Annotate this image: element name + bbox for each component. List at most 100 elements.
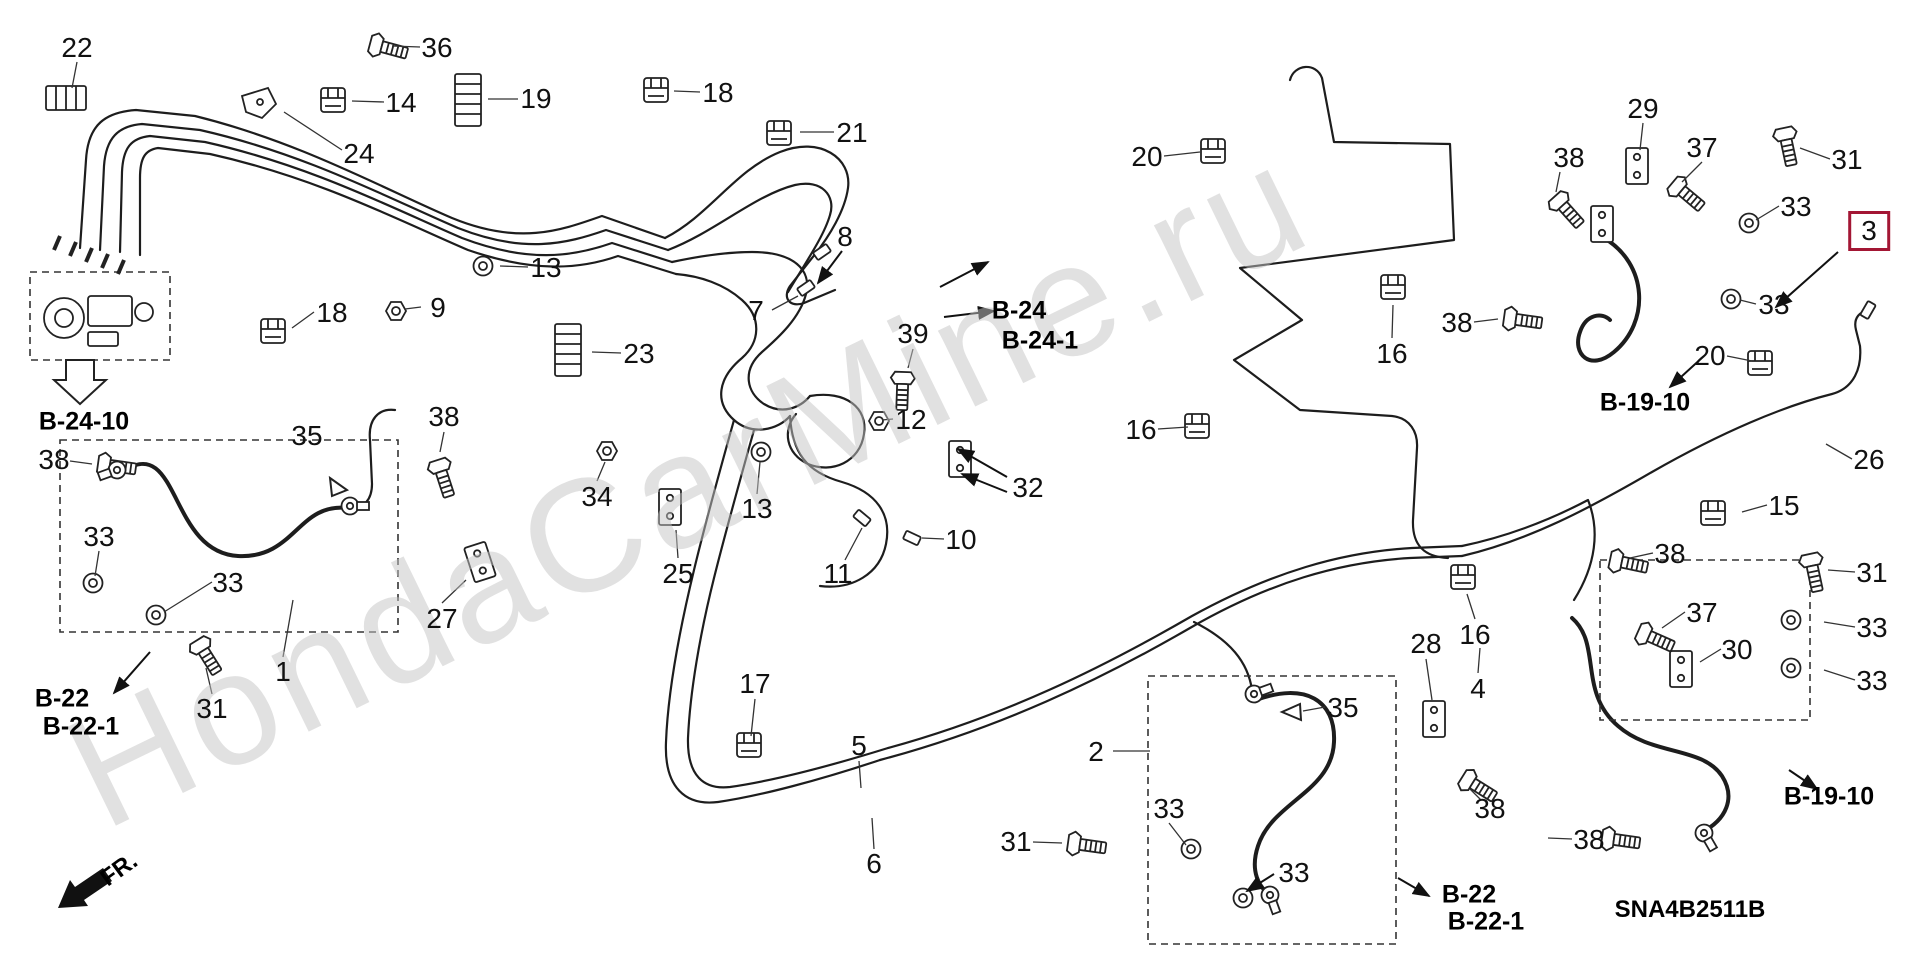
part-callout-19: 19	[520, 83, 552, 114]
arrow-part3-hose	[1774, 251, 1839, 309]
rear-hose-group-box	[1147, 675, 1397, 945]
ref-label-b-19-10: B-19-10	[1599, 388, 1691, 417]
leader-line	[69, 45, 1856, 850]
part-callout-12: 12	[895, 404, 927, 435]
part-callout-25: 25	[662, 558, 694, 589]
part-callout-38: 38	[1474, 793, 1506, 824]
brake-pipe	[786, 393, 866, 469]
brake-pipe	[98, 122, 670, 252]
part-callout-14: 14	[385, 87, 417, 118]
highlighted-part-callout-3: 3	[1848, 211, 1890, 251]
part-callout-2: 2	[1088, 736, 1104, 767]
part-callout-36: 36	[421, 32, 453, 63]
arrow-to-b22-left	[112, 651, 151, 695]
part-callout-33: 33	[1856, 612, 1888, 643]
part-callout-13: 13	[530, 252, 562, 283]
fr-direction-arrow-icon	[58, 868, 112, 908]
arrow-to-b22-bottom	[1397, 877, 1431, 898]
part-callout-16: 16	[1376, 338, 1408, 369]
part-callout-33: 33	[1758, 289, 1790, 320]
brake-pipe	[1460, 310, 1872, 558]
front-hose-group-box	[59, 439, 399, 633]
brake-pipe	[664, 418, 882, 804]
part-callout-30: 30	[1721, 634, 1753, 665]
part-callout-33: 33	[212, 567, 244, 598]
part-callout-32: 32	[1012, 472, 1044, 503]
brake-pipe	[886, 544, 1464, 750]
brake-pipe	[670, 250, 812, 411]
b24-10-hollow-arrow-icon	[51, 359, 109, 406]
part-callout-21: 21	[836, 117, 868, 148]
part-callout-18: 18	[702, 77, 734, 108]
ref-label-b-22: B-22	[1441, 880, 1497, 909]
part-callout-35: 35	[1327, 692, 1359, 723]
part-callout-27: 27	[426, 603, 458, 634]
arrow-part8	[816, 250, 843, 285]
part-callout-13: 13	[741, 493, 773, 524]
part-callout-34: 34	[581, 481, 613, 512]
part-callout-20: 20	[1694, 340, 1726, 371]
brake-pipe	[674, 272, 792, 431]
part-callout-29: 29	[1627, 93, 1659, 124]
part-callout-23: 23	[623, 338, 655, 369]
brake-pipe	[138, 146, 678, 276]
part-callout-38: 38	[1441, 307, 1473, 338]
part-callout-8: 8	[837, 221, 853, 252]
part-callout-1: 1	[275, 656, 291, 687]
arrow-part32-a	[956, 448, 1008, 478]
ref-label-b-24: B-24	[991, 296, 1047, 325]
arrow-to-b19-10-top	[1668, 355, 1705, 389]
part-callout-31: 31	[1856, 557, 1888, 588]
brake-hose	[1252, 691, 1337, 898]
arrow-to-b24-1	[943, 305, 996, 320]
ref-label-b-22: B-22	[34, 684, 90, 713]
brake-pipe	[1192, 620, 1254, 692]
abs-group-box	[29, 271, 171, 361]
abs-modulator	[43, 85, 278, 347]
brake-hose	[120, 462, 350, 559]
part-callout-16: 16	[1459, 619, 1491, 650]
part-callout-38: 38	[428, 401, 460, 432]
diagram-code: SNA4B2511B	[1614, 896, 1766, 923]
brake-pipe	[686, 428, 890, 789]
part-callout-11: 11	[823, 558, 853, 589]
dashed-boxes	[29, 271, 1811, 945]
brake-pipe	[118, 134, 674, 264]
part-callout-7: 7	[748, 295, 764, 326]
part-callout-37: 37	[1686, 132, 1718, 163]
ref-label-b-24-1: B-24-1	[1001, 326, 1079, 355]
part-callout-26: 26	[1853, 444, 1885, 475]
brake-hose	[1570, 616, 1731, 834]
part-callout-33: 33	[83, 521, 115, 552]
part-callout-35: 35	[291, 420, 323, 451]
part-callout-22: 22	[61, 32, 93, 63]
part-callout-31: 31	[1831, 144, 1863, 175]
part-callout-18: 18	[316, 297, 348, 328]
part-callout-38: 38	[1553, 142, 1585, 173]
part35-wedge-icon	[1279, 702, 1303, 722]
part-callout-6: 6	[866, 848, 882, 879]
part-callout-33: 33	[1780, 191, 1812, 222]
hoses-layer	[120, 236, 1731, 898]
part-callout-38: 38	[1654, 538, 1686, 569]
part-callout-20: 20	[1131, 141, 1163, 172]
part-callout-39: 39	[897, 318, 929, 349]
brake-pipe	[78, 108, 667, 250]
ref-label-b-24-10: B-24-10	[38, 407, 130, 436]
part-callout-15: 15	[1768, 490, 1800, 521]
brake-pipe	[1232, 65, 1456, 560]
arrow-to-b24	[939, 261, 990, 288]
arrow-part32-b	[960, 473, 1008, 493]
part-callout-37: 37	[1686, 597, 1718, 628]
brake-pipe	[666, 182, 833, 294]
ref-label-b-19-10: B-19-10	[1783, 782, 1875, 811]
pipes-layer	[78, 65, 1872, 804]
arrow-to-b19-10-bottom	[1788, 769, 1819, 791]
brake-hose	[1576, 236, 1642, 363]
part-callout-33: 33	[1278, 857, 1310, 888]
ref-label-b-22-1: B-22-1	[1447, 907, 1525, 936]
part-callout-24: 24	[343, 138, 375, 169]
